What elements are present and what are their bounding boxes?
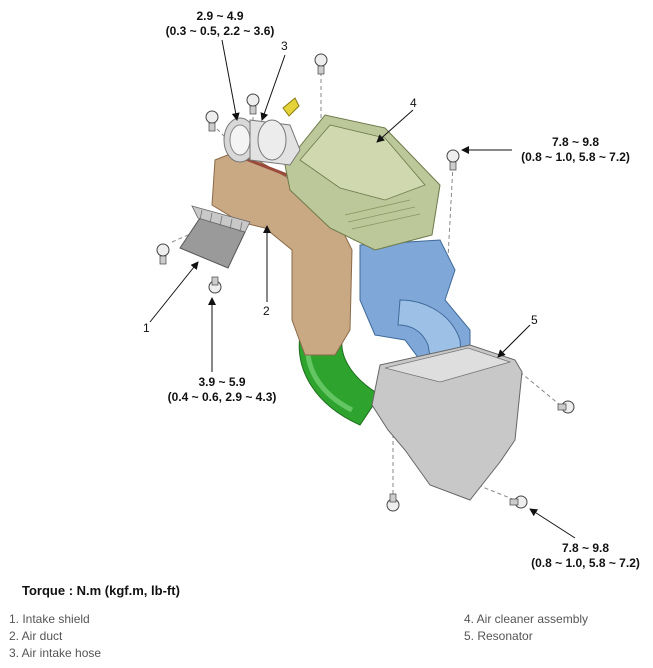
spec-value: 3.9 ~ 5.9 (198, 375, 246, 389)
spec-value: 7.8 ~ 9.8 (561, 541, 610, 555)
torque-spec-intake-hose: 2.9 ~ 4.9 (0.3 ~ 0.5, 2.2 ~ 3.6) (140, 9, 300, 39)
legend-item-air-cleaner-assembly: 4. Air cleaner assembly (464, 612, 589, 626)
bolt-icon (246, 93, 260, 115)
cover-ribs (344, 199, 421, 230)
resonator-top (384, 347, 512, 383)
bolt-icon (557, 400, 575, 414)
spec-value: 2.9 ~ 4.9 (196, 9, 244, 23)
callout-2: 2 (263, 304, 270, 318)
legend-item-resonator: 5. Resonator (464, 629, 533, 643)
bolt-icon (314, 53, 328, 75)
spec-value: 7.8 ~ 9.8 (551, 135, 600, 149)
spec-value-alt: (0.8 ~ 1.0, 5.8 ~ 7.2) (531, 556, 640, 570)
torque-spec-resonator: 7.8 ~ 9.8 (0.8 ~ 1.0, 5.8 ~ 7.2) (523, 541, 648, 571)
intake-shield-shape (179, 205, 251, 269)
torque-spec-intake-shield: 3.9 ~ 5.9 (0.4 ~ 0.6, 2.9 ~ 4.3) (162, 375, 282, 405)
leader-lines (149, 39, 576, 539)
bolt-icon (156, 243, 170, 265)
legend-item-air-intake-hose: 3. Air intake hose (9, 646, 102, 660)
spec-value-alt: (0.4 ~ 0.6, 2.9 ~ 4.3) (167, 390, 277, 404)
intake-hose-clamp-shape (223, 97, 301, 166)
torque-spec-air-cleaner: 7.8 ~ 9.8 (0.8 ~ 1.0, 5.8 ~ 7.2) (508, 135, 643, 165)
legend-item-air-duct: 2. Air duct (9, 629, 63, 643)
air-intake-hose-shape (298, 334, 381, 426)
spec-value-alt: (0.3 ~ 0.5, 2.2 ~ 3.6) (165, 24, 275, 38)
bolt-icon (208, 276, 222, 294)
callout-4: 4 (410, 96, 417, 110)
bolt-icon (205, 110, 219, 132)
callout-1: 1 (143, 321, 150, 335)
legend-item-intake-shield: 1. Intake shield (9, 612, 90, 626)
bolt-icon (446, 149, 460, 171)
exploded-parts-diagram (149, 39, 576, 539)
bolt-icon (509, 495, 528, 509)
air-cleaner-cover-top (299, 124, 426, 201)
resonator-shape (371, 344, 523, 501)
callout-3: 3 (281, 39, 288, 53)
torque-unit-title: Torque : N.m (kgf.m, lb-ft) (22, 583, 180, 598)
bolt-icon (386, 493, 400, 512)
spec-value-alt: (0.8 ~ 1.0, 5.8 ~ 7.2) (521, 150, 630, 164)
callout-5: 5 (531, 313, 538, 327)
